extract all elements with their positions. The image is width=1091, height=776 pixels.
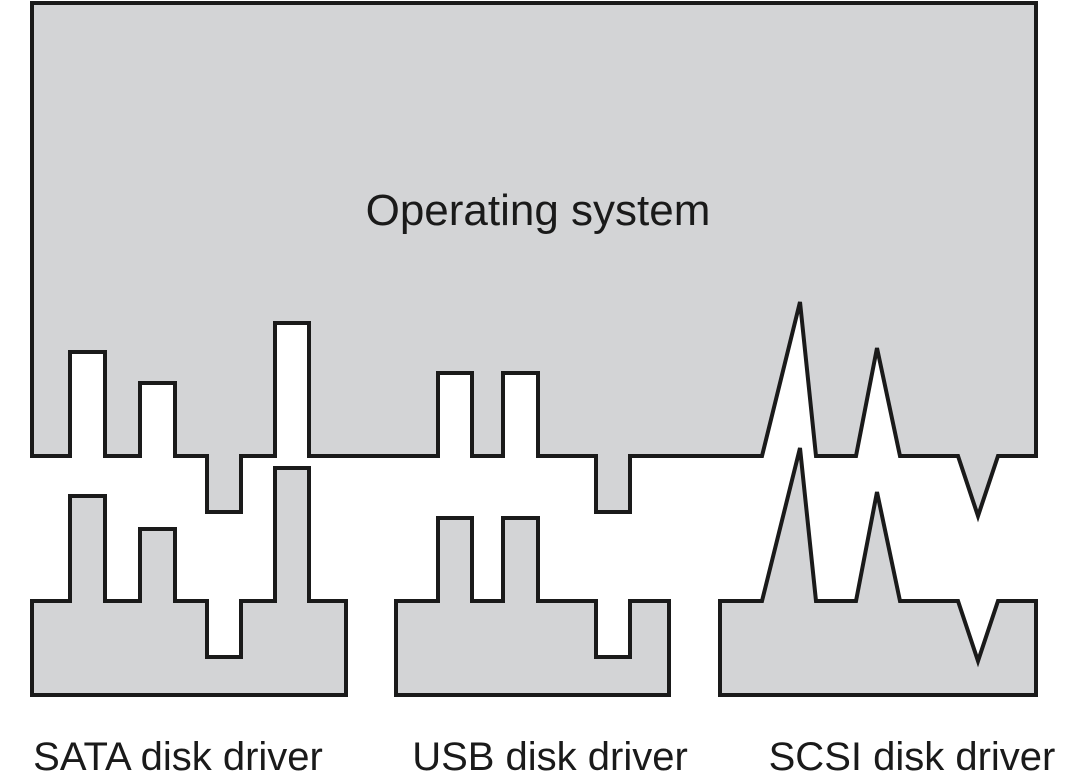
- usb-driver-block: [394, 516, 671, 697]
- scsi-driver-label: SCSI disk driver: [769, 735, 1056, 776]
- operating-system-label: Operating system: [366, 186, 711, 235]
- scsi-driver-block: [718, 447, 1038, 697]
- usb-driver-label: USB disk driver: [412, 735, 688, 776]
- operating-system-block: [30, 1, 1038, 523]
- sata-driver-label: SATA disk driver: [33, 735, 323, 776]
- sata-driver-block: [30, 466, 348, 697]
